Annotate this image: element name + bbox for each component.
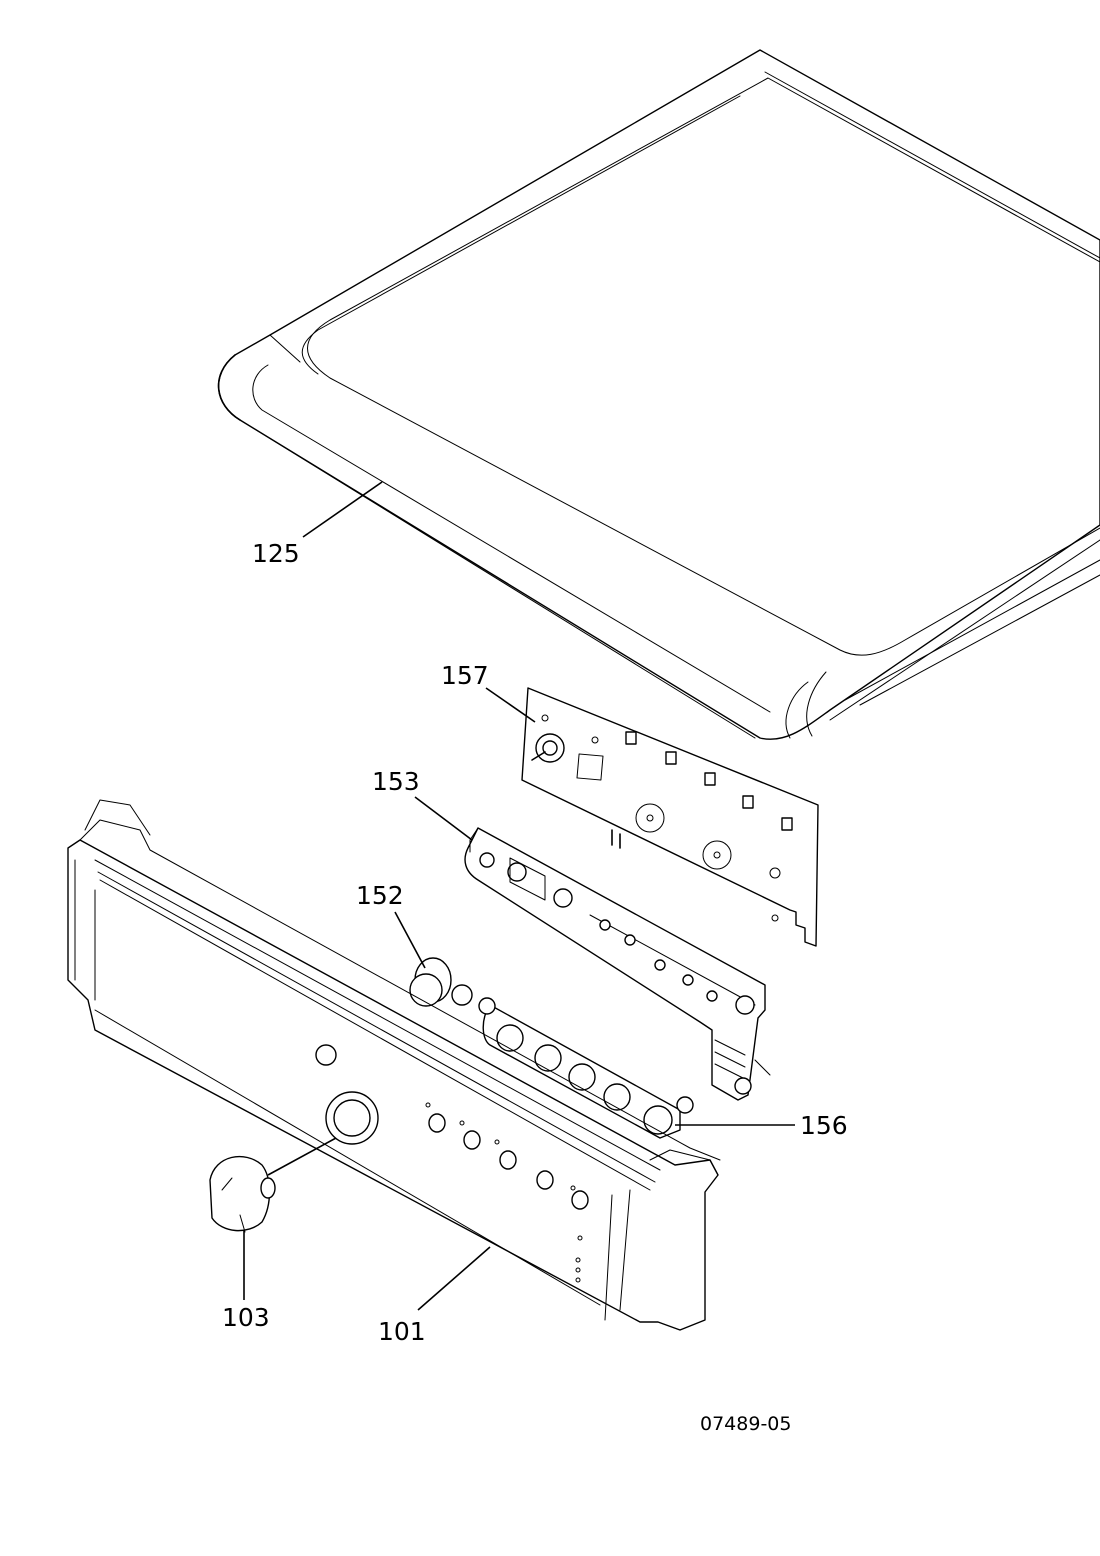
leader-lines bbox=[243, 481, 795, 1311]
leader-157 bbox=[485, 687, 536, 723]
button-holder-part bbox=[464, 827, 771, 1101]
knob-part bbox=[209, 1155, 276, 1233]
leader-knob-to-panel bbox=[267, 1137, 337, 1176]
callout-101: 101 bbox=[378, 1317, 426, 1346]
callout-125: 125 bbox=[252, 539, 300, 568]
callout-103: 103 bbox=[222, 1303, 270, 1332]
callout-152: 152 bbox=[356, 881, 404, 910]
push-button-part bbox=[409, 957, 473, 1007]
leader-153 bbox=[414, 796, 473, 841]
callout-156: 156 bbox=[800, 1111, 848, 1140]
callout-153: 153 bbox=[372, 767, 420, 796]
leader-125 bbox=[302, 481, 383, 538]
control-panel-part bbox=[67, 799, 721, 1331]
callout-157: 157 bbox=[441, 661, 489, 690]
button-set-part bbox=[478, 997, 694, 1139]
leader-152 bbox=[394, 911, 426, 969]
control-board-part bbox=[521, 687, 819, 947]
drawing-reference: 07489-05 bbox=[700, 1413, 791, 1435]
top-cover-part bbox=[217, 49, 1100, 740]
leader-101 bbox=[417, 1246, 491, 1311]
callout-labels: 125 157 153 152 156 103 101 bbox=[222, 539, 848, 1346]
